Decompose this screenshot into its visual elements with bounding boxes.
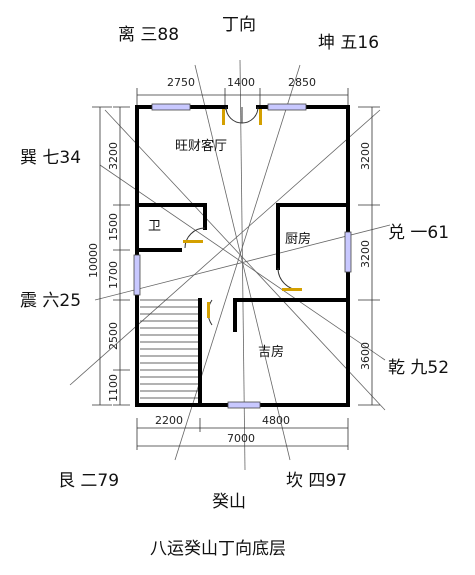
compass-line-kun-gen: [174, 64, 301, 461]
window-top-left: [151, 103, 191, 111]
direction-dui: 兑 一61: [388, 223, 449, 243]
direction-north: 癸山: [212, 492, 246, 512]
window-bottom: [227, 401, 261, 409]
dim-left-2: 1500: [107, 213, 120, 241]
compass-line-diag-1: [104, 109, 386, 411]
dim-top-3: 2850: [288, 76, 316, 89]
direction-kun: 坤 五16: [318, 33, 379, 53]
dim-right-3: 3600: [359, 342, 372, 370]
dim-left-4: 2500: [107, 322, 120, 350]
room-label-bedroom: 吉房: [258, 344, 284, 360]
dim-left-5: 1100: [107, 374, 120, 402]
door-kitchen-arc: [277, 267, 301, 291]
dim-bottom-1: 2200: [155, 414, 183, 427]
compass-lines: [69, 59, 391, 471]
room-label-bath: 卫: [148, 219, 161, 234]
direction-xun: 巽 七34: [20, 148, 81, 168]
dim-bottom-total: 7000: [227, 432, 255, 445]
window-top-right: [267, 103, 307, 111]
dim-left-1: 3200: [107, 142, 120, 170]
windows: [133, 103, 352, 409]
room-label-kitchen: 厨房: [285, 231, 311, 247]
dim-top-2: 1400: [227, 76, 255, 89]
direction-south: 丁向: [222, 15, 256, 35]
dim-left-total: 10000: [87, 243, 100, 278]
dim-bottom-2: 4800: [262, 414, 290, 427]
stairs: [140, 299, 198, 399]
door-main-right: [241, 106, 259, 124]
direction-li: 离 三88: [118, 25, 179, 45]
direction-gen: 艮 二79: [58, 471, 119, 491]
direction-qian: 乾 九52: [388, 358, 449, 378]
dimension-lines: [92, 88, 380, 450]
dim-top-1: 2750: [167, 76, 195, 89]
dim-right-2: 3200: [359, 240, 372, 268]
door-bath-arc: [184, 227, 206, 249]
door-stops: [183, 109, 302, 318]
dim-right-1: 3200: [359, 142, 372, 170]
room-label-living: 旺财客厅: [175, 138, 227, 154]
window-left: [133, 254, 141, 296]
direction-kan: 坎 四97: [286, 471, 347, 491]
compass-line-dui-zhen: [94, 224, 391, 301]
window-right: [344, 231, 352, 273]
dim-left-3: 1700: [107, 261, 120, 289]
compass-line-diag-2: [69, 109, 381, 386]
door-main-left: [225, 106, 243, 124]
diagram-title: 八运癸山丁向底层: [150, 539, 286, 559]
direction-zhen: 震 六25: [20, 291, 81, 311]
